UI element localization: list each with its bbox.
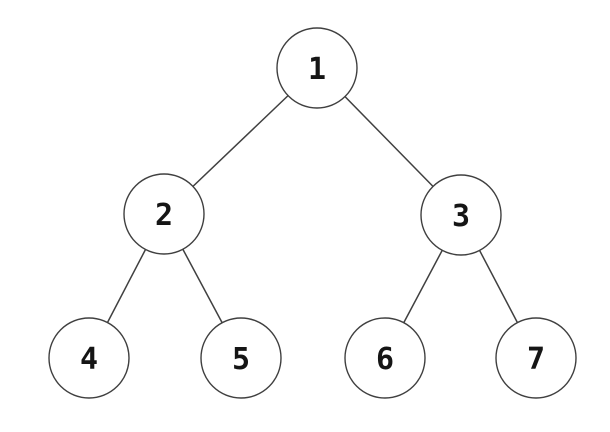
node-label: 6 xyxy=(376,342,394,377)
node-label: 2 xyxy=(155,198,173,233)
tree-node-1: 1 xyxy=(276,27,358,109)
tree-node-6: 6 xyxy=(344,317,426,399)
tree-node-circle xyxy=(344,317,426,399)
tree-node-2: 2 xyxy=(123,173,205,255)
node-label: 7 xyxy=(527,342,545,377)
tree-nodes: 1 2 3 4 5 6 7 xyxy=(48,27,577,399)
tree-node-circle xyxy=(276,27,358,109)
tree-node-circle xyxy=(123,173,205,255)
tree-node-5: 5 xyxy=(200,317,282,399)
tree-node-7: 7 xyxy=(495,317,577,399)
node-label: 3 xyxy=(452,199,470,234)
tree-node-circle xyxy=(495,317,577,399)
tree-node-circle xyxy=(200,317,282,399)
node-label: 5 xyxy=(232,342,250,377)
tree-node-3: 3 xyxy=(420,174,502,256)
node-label: 1 xyxy=(308,52,326,87)
tree-node-4: 4 xyxy=(48,317,130,399)
node-label: 4 xyxy=(80,342,98,377)
tree-node-circle xyxy=(48,317,130,399)
tree-node-circle xyxy=(420,174,502,256)
